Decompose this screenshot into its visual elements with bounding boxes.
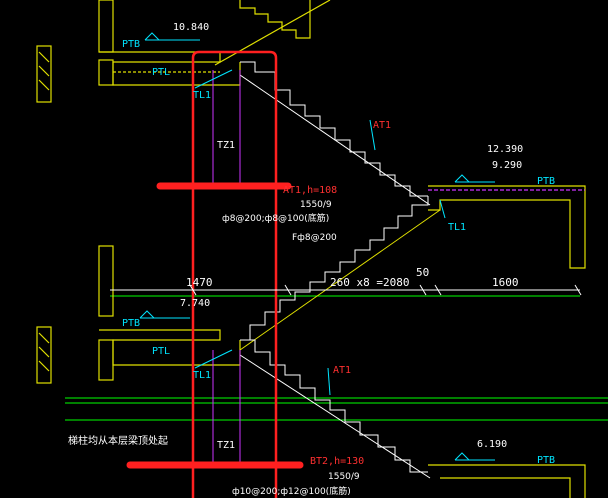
label-at1-lower: AT1 [333, 365, 351, 376]
elev-9290: 9.290 [492, 160, 522, 171]
column-lines [212, 70, 241, 465]
leader-lines [139, 32, 495, 461]
stair-flight-2 [239, 196, 441, 351]
label-ptb-lower-left: PTB [122, 318, 140, 329]
label-at2-h: BT2,h=130 [310, 456, 364, 467]
label-at1-dist: Fф8@200 [292, 233, 337, 243]
label-at2-span: 1550/9 [328, 472, 360, 482]
right-landing-mid [428, 185, 586, 269]
label-at1-rebar: ф8@200;ф8@100(底筋) [222, 212, 329, 224]
right-landing-bottom [428, 464, 586, 498]
dim-steps: 260 x8 =2080 [330, 276, 409, 289]
label-tz1-upper: TZ1 [217, 140, 235, 151]
label-tl1-c: TL1 [193, 370, 211, 381]
label-tz1-lower: TZ1 [217, 440, 235, 451]
label-at1-h: AT1,h=108 [283, 185, 337, 196]
label-tl1-a: TL1 [193, 90, 211, 101]
note-column: 梯柱均从本层梁顶处起 [68, 434, 168, 447]
left-post-upper [36, 45, 52, 103]
stair-flight-3 [239, 339, 431, 479]
label-at2-rebar: ф10@200;ф12@100(底筋) [232, 485, 351, 497]
label-ptb-upper-right: PTB [537, 176, 555, 187]
left-post-lower [36, 326, 52, 384]
label-tl1-b: TL1 [448, 222, 466, 233]
dimension-line [110, 284, 582, 296]
dim-1600: 1600 [492, 276, 519, 289]
dim-1470: 1470 [186, 276, 213, 289]
label-at1-span: 1550/9 [300, 200, 332, 210]
elev-10840: 10.840 [173, 22, 209, 33]
dim-50: 50 [416, 266, 429, 279]
label-ptb-lower-right: PTB [537, 455, 555, 466]
elev-12390: 12.390 [487, 144, 523, 155]
elev-7740: 7.740 [180, 298, 210, 309]
highlight-frame [191, 50, 278, 498]
elev-6190: 6.190 [477, 439, 507, 450]
label-ptl-lower: PTL [152, 346, 170, 357]
label-ptb-upper-left: PTB [122, 39, 140, 50]
label-at1-upper: AT1 [373, 120, 391, 131]
label-ptl-upper: PTL [152, 67, 170, 78]
stair-flight-top [214, 0, 331, 66]
